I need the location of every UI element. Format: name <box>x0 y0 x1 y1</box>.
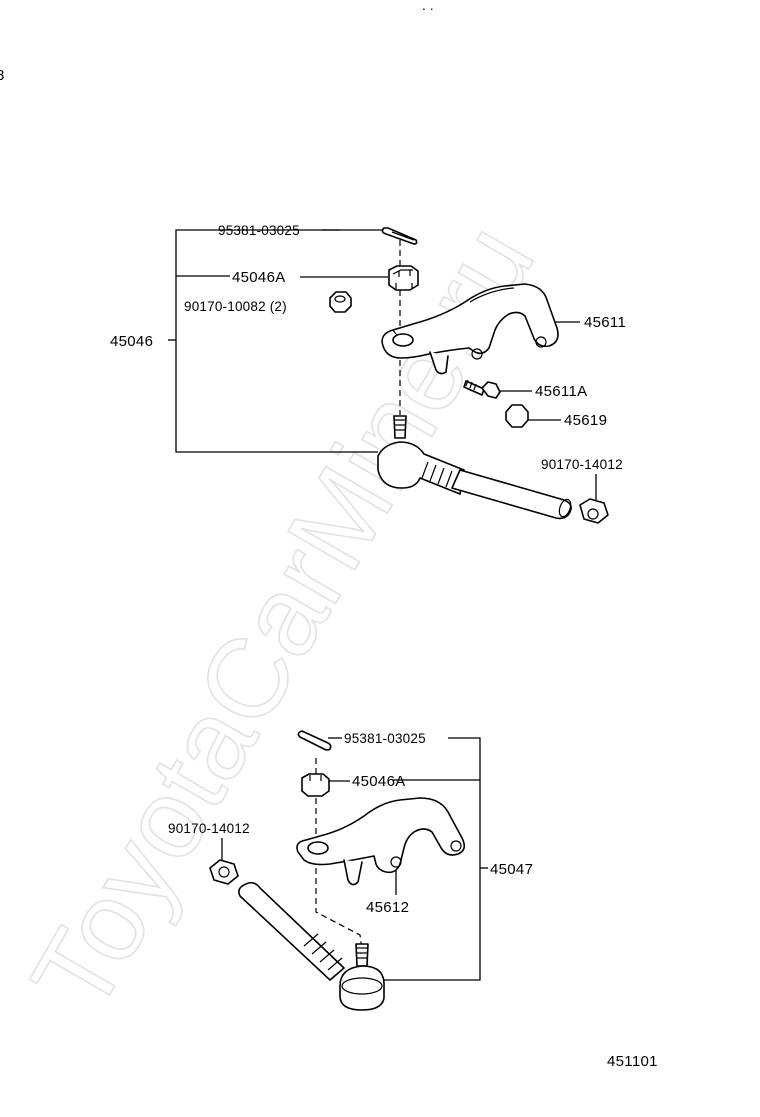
top-bolt-nut <box>505 404 529 428</box>
top-dots: . . <box>422 0 434 13</box>
label-45046a-bottom: 45046A <box>352 773 406 790</box>
top-tie-rod <box>451 469 572 520</box>
top-small-nut <box>329 291 352 313</box>
top-bolt <box>463 379 501 399</box>
top-rod-nut <box>579 498 609 524</box>
bottom-assembly-bracket <box>372 737 481 981</box>
bottom-tie-rod <box>238 881 345 981</box>
label-95381-03025-bottom: 95381-03025 <box>344 731 426 746</box>
label-90170-10082: 90170-10082 (2) <box>184 299 287 314</box>
top-cotter-pin <box>381 227 418 245</box>
corner-mark: 8 <box>0 67 5 84</box>
label-45611: 45611 <box>584 314 626 331</box>
top-assembly-bracket <box>175 229 378 453</box>
label-45046a-top: 45046A <box>232 269 286 286</box>
bottom-cotter-pin <box>297 730 332 751</box>
label-90170-14012-bottom: 90170-14012 <box>168 821 250 836</box>
label-45046: 45046 <box>110 333 153 350</box>
page-code: 451101 <box>607 1053 658 1070</box>
bottom-tie-rod-end <box>339 943 385 1011</box>
label-45619: 45619 <box>564 412 607 429</box>
bottom-relay-arm <box>296 797 466 886</box>
bottom-castle-nut <box>301 773 330 797</box>
top-castle-nut <box>388 265 419 291</box>
bottom-assembly: 95381-03025 45046A 90170-14012 45047 456… <box>168 730 533 1011</box>
label-90170-14012-top: 90170-14012 <box>541 457 623 472</box>
top-tie-rod-end <box>377 415 465 495</box>
label-45612: 45612 <box>366 899 409 916</box>
bottom-rod-nut <box>209 859 239 885</box>
label-45611a: 45611A <box>535 383 587 400</box>
top-relay-arm <box>381 283 559 375</box>
top-assembly: 95381-03025 45046A 90170-10082 (2) 45046… <box>110 223 626 524</box>
label-95381-03025-top: 95381-03025 <box>218 223 300 238</box>
label-45047: 45047 <box>490 861 533 878</box>
